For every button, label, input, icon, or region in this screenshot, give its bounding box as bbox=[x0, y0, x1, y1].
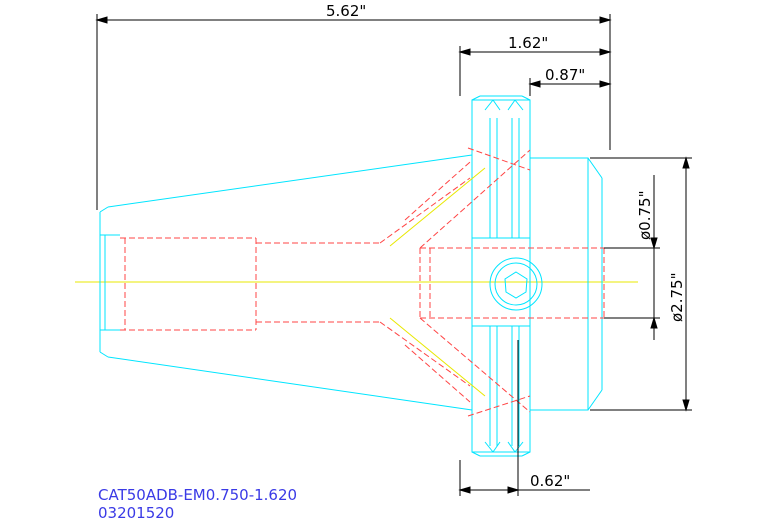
dimension-lines bbox=[95, 14, 692, 496]
flange-length-label: 1.62" bbox=[508, 34, 548, 52]
part-number: CAT50ADB-EM0.750-1.620 bbox=[98, 486, 297, 504]
nose-length-label: 0.87" bbox=[545, 66, 585, 84]
construction-lines bbox=[389, 167, 486, 397]
overall-length-label: 5.62" bbox=[326, 2, 366, 20]
groove-length-label: 0.62" bbox=[530, 472, 570, 490]
part-code: 03201520 bbox=[98, 504, 174, 522]
hidden-lines bbox=[120, 147, 605, 417]
nose-outline bbox=[529, 157, 603, 411]
set-screw-icon bbox=[489, 257, 543, 311]
taper-shank-outline bbox=[99, 154, 473, 411]
flange-outline bbox=[471, 95, 531, 457]
nose-diameter-label: ø2.75" bbox=[668, 273, 686, 322]
bore-diameter-label: ø0.75" bbox=[636, 191, 654, 240]
